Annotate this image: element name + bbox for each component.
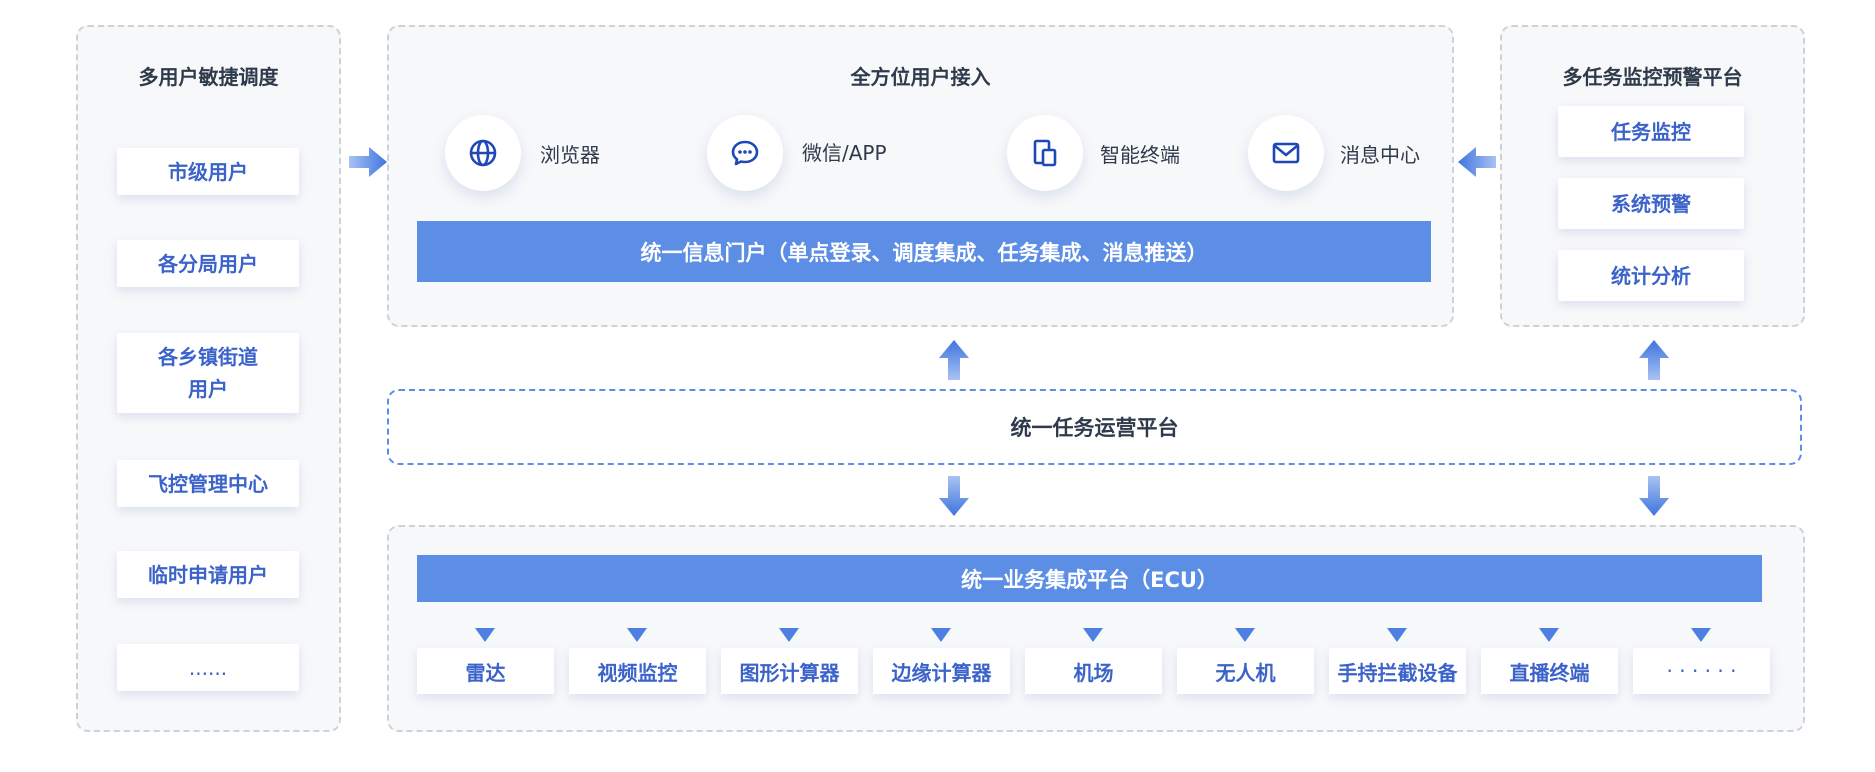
arrow-down-to-business-right bbox=[1639, 476, 1669, 516]
message-center-channel-circle[interactable] bbox=[1248, 115, 1324, 191]
device-pointer-icon bbox=[1691, 628, 1711, 642]
unified-task-platform[interactable]: 统一任务运营平台 bbox=[387, 389, 1802, 465]
wechat-channel-label: 微信/APP bbox=[802, 141, 887, 165]
message-center-channel-label: 消息中心 bbox=[1340, 143, 1420, 167]
arrow-down-to-business-left bbox=[939, 476, 969, 516]
device-box[interactable]: 雷达 bbox=[417, 648, 554, 694]
device-box[interactable]: 机场 bbox=[1025, 648, 1162, 694]
device-pointer-icon bbox=[779, 628, 799, 642]
ecu-platform-bar[interactable]: 统一业务集成平台（ECU） bbox=[417, 555, 1762, 602]
device-box[interactable]: 视频监控 bbox=[569, 648, 706, 694]
device-pointer-icon bbox=[1235, 628, 1255, 642]
unified-portal-bar[interactable]: 统一信息门户（单点登录、调度集成、任务集成、消息推送） bbox=[417, 221, 1431, 282]
browser-channel-circle[interactable] bbox=[445, 115, 521, 191]
user-card-flight-control[interactable]: 飞控管理中心 bbox=[117, 460, 299, 507]
wechat-channel-circle[interactable] bbox=[707, 115, 783, 191]
task-monitor-card[interactable]: 任务监控 bbox=[1558, 106, 1744, 157]
device-pointer-icon bbox=[1539, 628, 1559, 642]
user-card-branch[interactable]: 各分局用户 bbox=[117, 240, 299, 287]
user-card-township[interactable]: 各乡镇街道 用户 bbox=[117, 333, 299, 413]
device-box[interactable]: 边缘计算器 bbox=[873, 648, 1010, 694]
system-warning-card[interactable]: 系统预警 bbox=[1558, 178, 1744, 229]
device-pointer-icon bbox=[1083, 628, 1103, 642]
omni-access-title: 全方位用户接入 bbox=[850, 65, 991, 89]
devices-icon bbox=[1033, 139, 1057, 167]
user-card-city[interactable]: 市级用户 bbox=[117, 148, 299, 195]
smart-terminal-channel-circle[interactable] bbox=[1007, 115, 1083, 191]
browser-channel-label: 浏览器 bbox=[540, 143, 600, 167]
device-box[interactable]: 图形计算器 bbox=[721, 648, 858, 694]
user-card-more[interactable]: ...... bbox=[117, 644, 299, 691]
user-card-temporary[interactable]: 临时申请用户 bbox=[117, 551, 299, 598]
device-box[interactable]: 直播终端 bbox=[1481, 648, 1618, 694]
user-card-township-label: 各乡镇街道 用户 bbox=[158, 345, 258, 401]
arrow-right-to-access bbox=[349, 147, 387, 177]
device-pointer-icon bbox=[475, 628, 495, 642]
device-pointer-icon bbox=[627, 628, 647, 642]
multi-user-dispatch-title: 多用户敏捷调度 bbox=[138, 65, 279, 89]
device-box[interactable]: · · · · · · bbox=[1633, 648, 1770, 694]
globe-icon bbox=[469, 139, 497, 167]
arrow-up-to-monitor bbox=[1639, 340, 1669, 380]
device-box[interactable]: 手持拦截设备 bbox=[1329, 648, 1466, 694]
arrow-up-to-access bbox=[939, 340, 969, 380]
statistics-card[interactable]: 统计分析 bbox=[1558, 250, 1744, 301]
chat-bubble-icon bbox=[731, 140, 759, 166]
smart-terminal-channel-label: 智能终端 bbox=[1100, 143, 1180, 167]
device-box[interactable]: 无人机 bbox=[1177, 648, 1314, 694]
arrow-left-to-access bbox=[1458, 147, 1496, 177]
monitor-warning-title: 多任务监控预警平台 bbox=[1562, 65, 1743, 89]
mail-icon bbox=[1272, 142, 1300, 164]
device-pointer-icon bbox=[931, 628, 951, 642]
device-pointer-icon bbox=[1387, 628, 1407, 642]
